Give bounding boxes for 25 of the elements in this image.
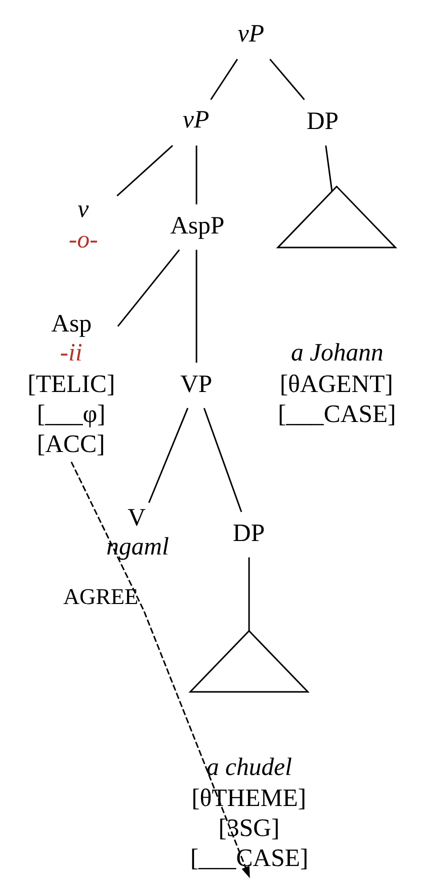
connector xyxy=(195,146,197,204)
connector xyxy=(210,58,238,100)
node-text: vP xyxy=(237,20,264,48)
node-text: AspP xyxy=(170,212,224,240)
node-triangle xyxy=(276,185,397,248)
node-text: V ngaml xyxy=(106,504,168,561)
connector xyxy=(324,145,332,192)
node-text: VP xyxy=(180,370,212,398)
connector xyxy=(116,145,173,196)
edge-label: AGREE xyxy=(62,584,138,609)
node-text: DP xyxy=(232,520,264,547)
connector xyxy=(248,557,250,631)
connector xyxy=(268,58,304,100)
node-text: Asp -ii [TELIC] [___φ] [ACC] xyxy=(27,310,115,458)
node-text: a chudel [θTHEME] [3SG] [___CASE] xyxy=(190,754,308,872)
connector xyxy=(148,408,188,504)
connector xyxy=(202,408,242,512)
arrow xyxy=(70,462,250,878)
node-text: a Johann [θAGENT] [___CASE] xyxy=(277,340,396,428)
node-text: vP xyxy=(182,106,209,134)
node-text: v -o- xyxy=(68,196,98,254)
node-triangle xyxy=(188,630,310,693)
connector xyxy=(195,250,197,363)
connector xyxy=(116,249,180,327)
node-text: DP xyxy=(306,108,338,135)
